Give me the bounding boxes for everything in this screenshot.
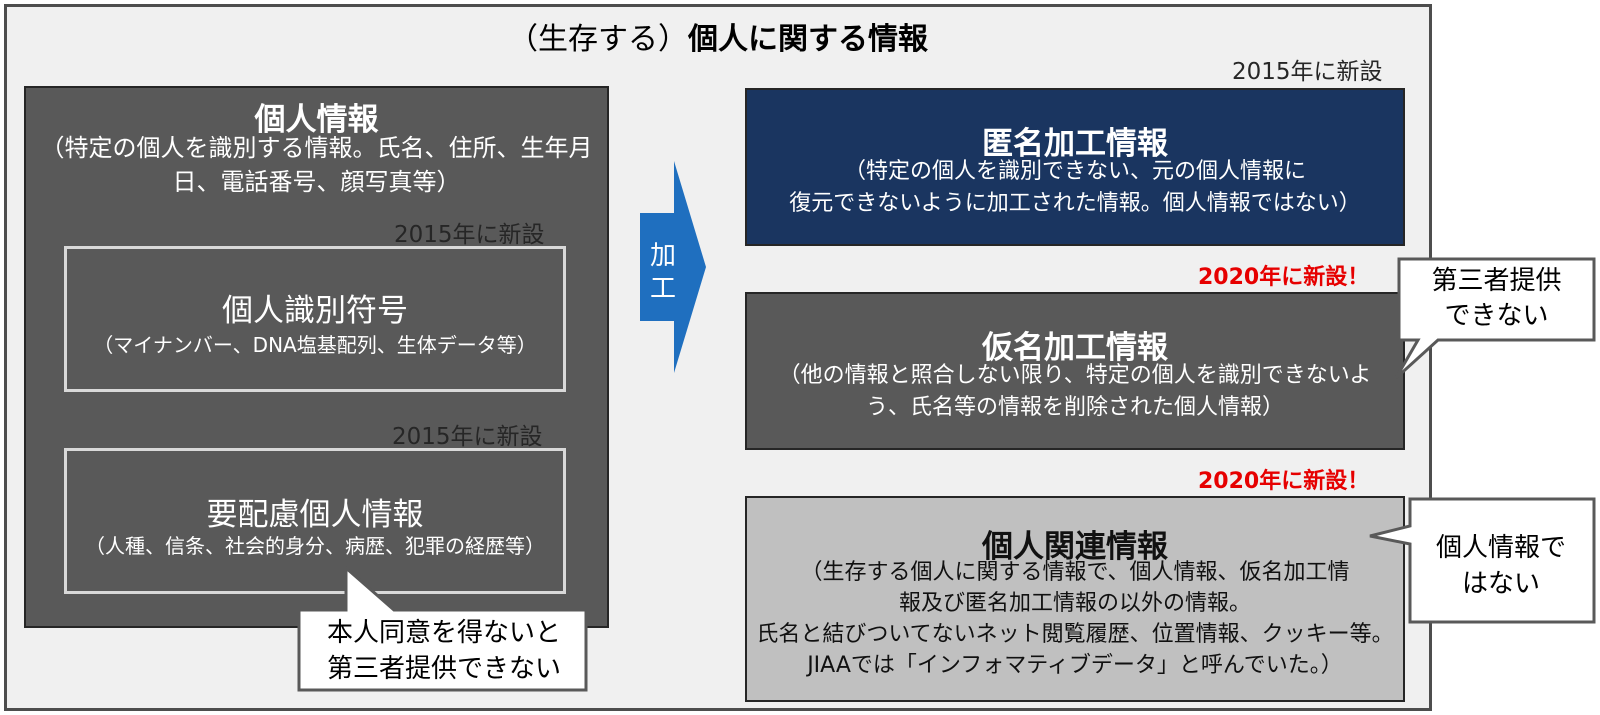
not-personal-callout-line1: 個人情報で	[1435, 533, 1566, 563]
sensitive-box	[64, 448, 566, 594]
identifier-desc: （マイナンバー、DNA塩基配列、生体データ等）	[93, 333, 537, 357]
anonymized-desc-line1: （特定の個人を識別できない、元の個人情報に	[843, 159, 1306, 184]
sensitive-new-label: 2015年に新設	[392, 424, 543, 450]
personal-info-title: 個人情報	[254, 102, 379, 138]
anonymized-title: 匿名加工情報	[982, 126, 1168, 162]
related-desc-line4: JIAAでは「インフォマティブデータ」と呼んでいた。）	[807, 653, 1343, 678]
identifier-box	[64, 246, 566, 392]
consent-callout	[297, 564, 588, 692]
personal-info-desc-line2: 日、電話番号、顔写真等）	[172, 168, 461, 196]
third-party-callout-line1: 第三者提供	[1431, 266, 1562, 296]
third-party-callout	[1394, 257, 1596, 380]
anonymized-box	[745, 88, 1405, 246]
related-desc-line2: 報及び匿名加工情報の以外の情報。	[898, 591, 1251, 616]
not-personal-callout	[1369, 497, 1596, 624]
consent-callout-line2: 第三者提供できない	[326, 654, 561, 684]
related-new-label: 2020年に新設！	[1198, 469, 1370, 494]
related-desc-line1: （生存する個人に関する情報で、個人情報、仮名加工情	[800, 560, 1350, 585]
pseudonymized-desc-line1: （他の情報と照合しない限り、特定の個人を識別できないよ	[778, 363, 1372, 388]
processing-arrow	[640, 161, 706, 373]
title-main: 個人に関する情報	[688, 22, 928, 57]
sensitive-title: 要配慮個人情報	[206, 497, 424, 533]
identifier-new-label: 2015年に新設	[394, 222, 545, 248]
related-box	[745, 496, 1405, 702]
consent-callout-line1: 本人同意を得ないと	[326, 618, 561, 648]
sensitive-desc: （人種、信条、社会的身分、病歴、犯罪の経歴等）	[85, 534, 545, 558]
anonymized-new-label: 2015年に新設	[1232, 59, 1383, 85]
related-desc-line3: 氏名と結びついてないネット閲覧履歴、位置情報、クッキー等。	[756, 622, 1394, 647]
pseudonymized-desc-line2: う、氏名等の情報を削除された個人情報）	[865, 395, 1284, 420]
identifier-title: 個人識別符号	[222, 293, 408, 329]
related-title: 個人関連情報	[982, 529, 1168, 565]
diagram-title: （生存する）個人に関する情報	[4, 14, 1432, 58]
pseudonymized-title: 仮名加工情報	[982, 330, 1168, 366]
third-party-callout-line2: できない	[1444, 301, 1549, 331]
not-personal-callout-line2: はない	[1461, 569, 1540, 599]
anonymized-desc-line2: 復元できないように加工された情報。個人情報ではない）	[789, 191, 1361, 216]
pseudonymized-new-label: 2020年に新設！	[1198, 265, 1370, 290]
arrow-label-1: 加	[650, 241, 677, 271]
title-prefix: （生存する）	[508, 22, 688, 57]
arrow-label-2: 工	[650, 274, 677, 304]
pseudonymized-box	[745, 292, 1405, 450]
personal-info-desc-line1: （特定の個人を識別する情報。氏名、住所、生年月	[40, 134, 593, 162]
